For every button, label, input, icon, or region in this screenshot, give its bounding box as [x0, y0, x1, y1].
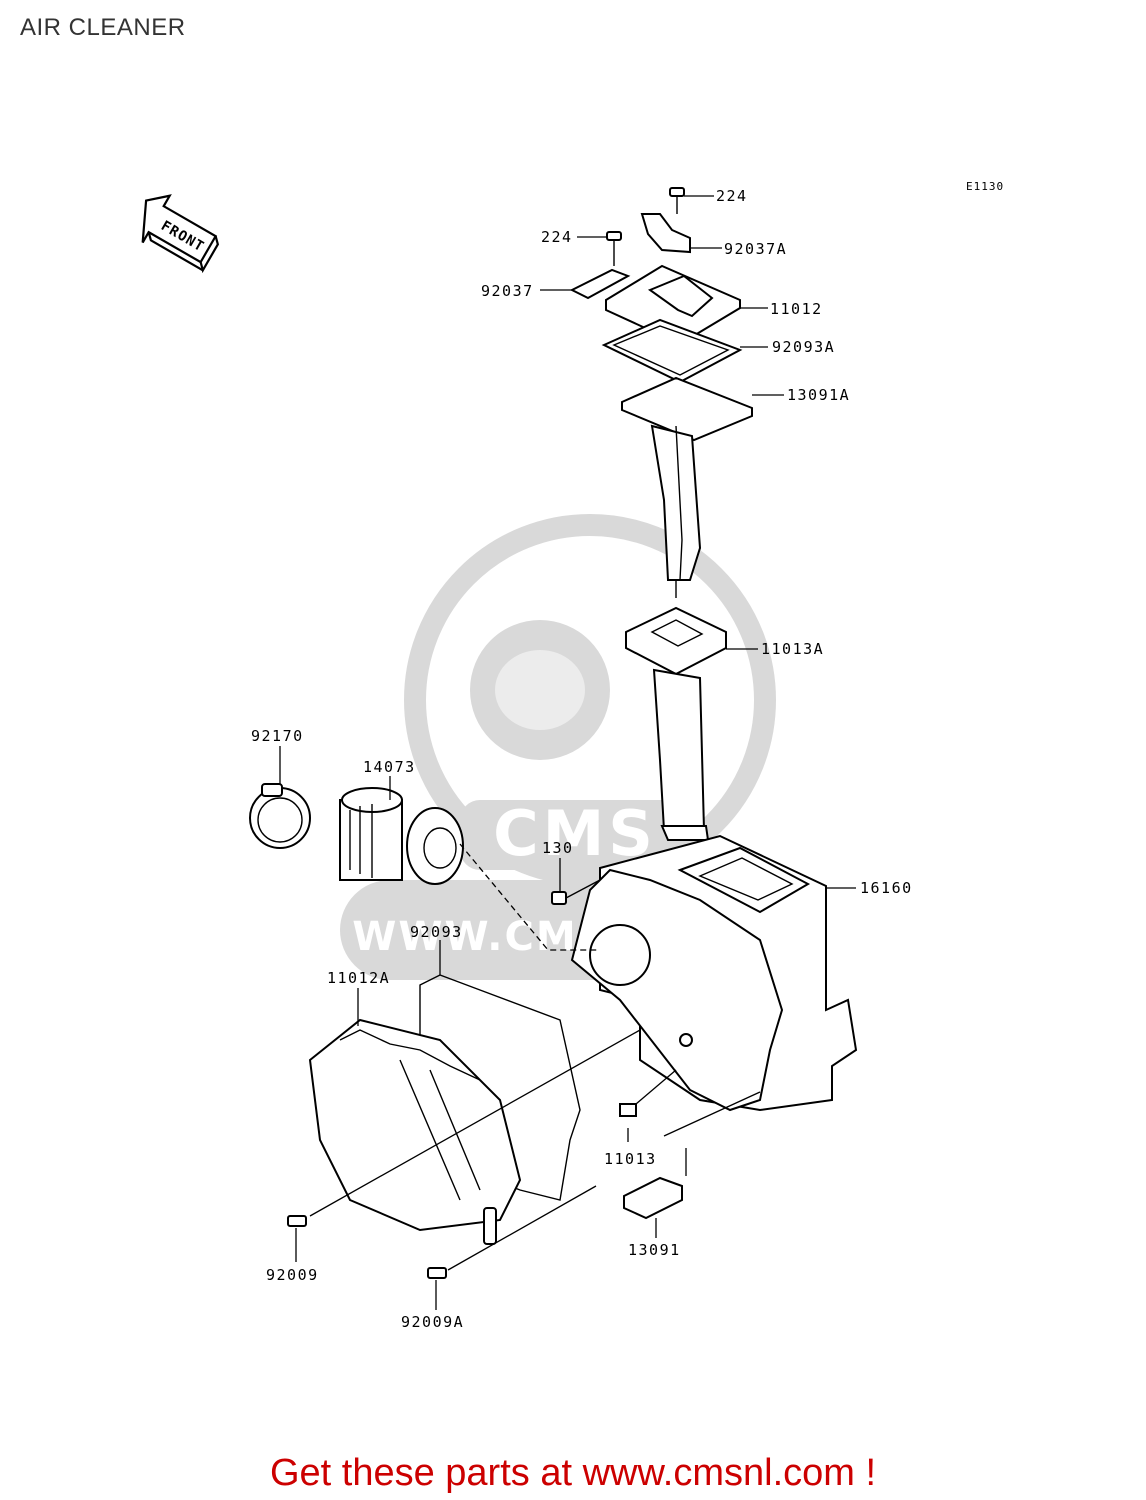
part-label-11013A: 11013A	[761, 640, 824, 658]
footer-link[interactable]: Get these parts at www.cmsnl.com !	[269, 1452, 877, 1494]
filter-element-14073	[339, 787, 464, 885]
bolt-224-left	[606, 231, 622, 266]
bolt-224-top	[669, 187, 685, 214]
part-label-92170: 92170	[251, 727, 304, 745]
part-label-14073: 14073	[363, 758, 416, 776]
screw-92009	[287, 1215, 307, 1227]
part-label-92037: 92037	[481, 282, 534, 300]
front-arrow-icon: FRONT	[141, 194, 220, 274]
watermark-logo: CMS	[493, 797, 657, 870]
cover-11012A	[308, 1018, 522, 1232]
part-label-130: 130	[542, 839, 574, 857]
pad-11013	[619, 1103, 637, 1117]
part-label-92037A: 92037A	[724, 240, 787, 258]
clamp-92170	[249, 783, 311, 849]
lid-11012-scoop	[647, 274, 714, 318]
part-label-13091: 13091	[628, 1241, 681, 1259]
part-label-11012A: 11012A	[327, 969, 390, 987]
part-label-224-top: 224	[716, 187, 748, 205]
part-label-92093: 92093	[410, 923, 463, 941]
clip-13091	[623, 1176, 683, 1220]
part-label-224-left: 224	[541, 228, 573, 246]
screw-92009A	[427, 1267, 447, 1279]
part-label-92009A: 92009A	[401, 1313, 464, 1331]
bracket-92037A	[640, 213, 691, 254]
part-label-92009: 92009	[266, 1266, 319, 1284]
parts-diagram: CMS WWW.CMSNL.COM FRONT E1130	[141, 180, 1004, 1331]
bolt-130	[551, 879, 601, 905]
part-label-92093A: 92093A	[772, 338, 835, 356]
part-label-11012: 11012	[770, 300, 823, 318]
leader-lines	[279, 195, 856, 1310]
page-title: AIR CLEANER	[20, 14, 186, 41]
part-label-11013: 11013	[604, 1150, 657, 1168]
duct-13091A	[621, 376, 753, 442]
part-label-16160: 16160	[860, 879, 913, 897]
plate-92037	[569, 268, 631, 300]
diagram-code: E1130	[966, 180, 1004, 193]
seal-11013A	[625, 606, 727, 676]
gasket-92093A	[601, 318, 743, 384]
part-label-13091A: 13091A	[787, 386, 850, 404]
